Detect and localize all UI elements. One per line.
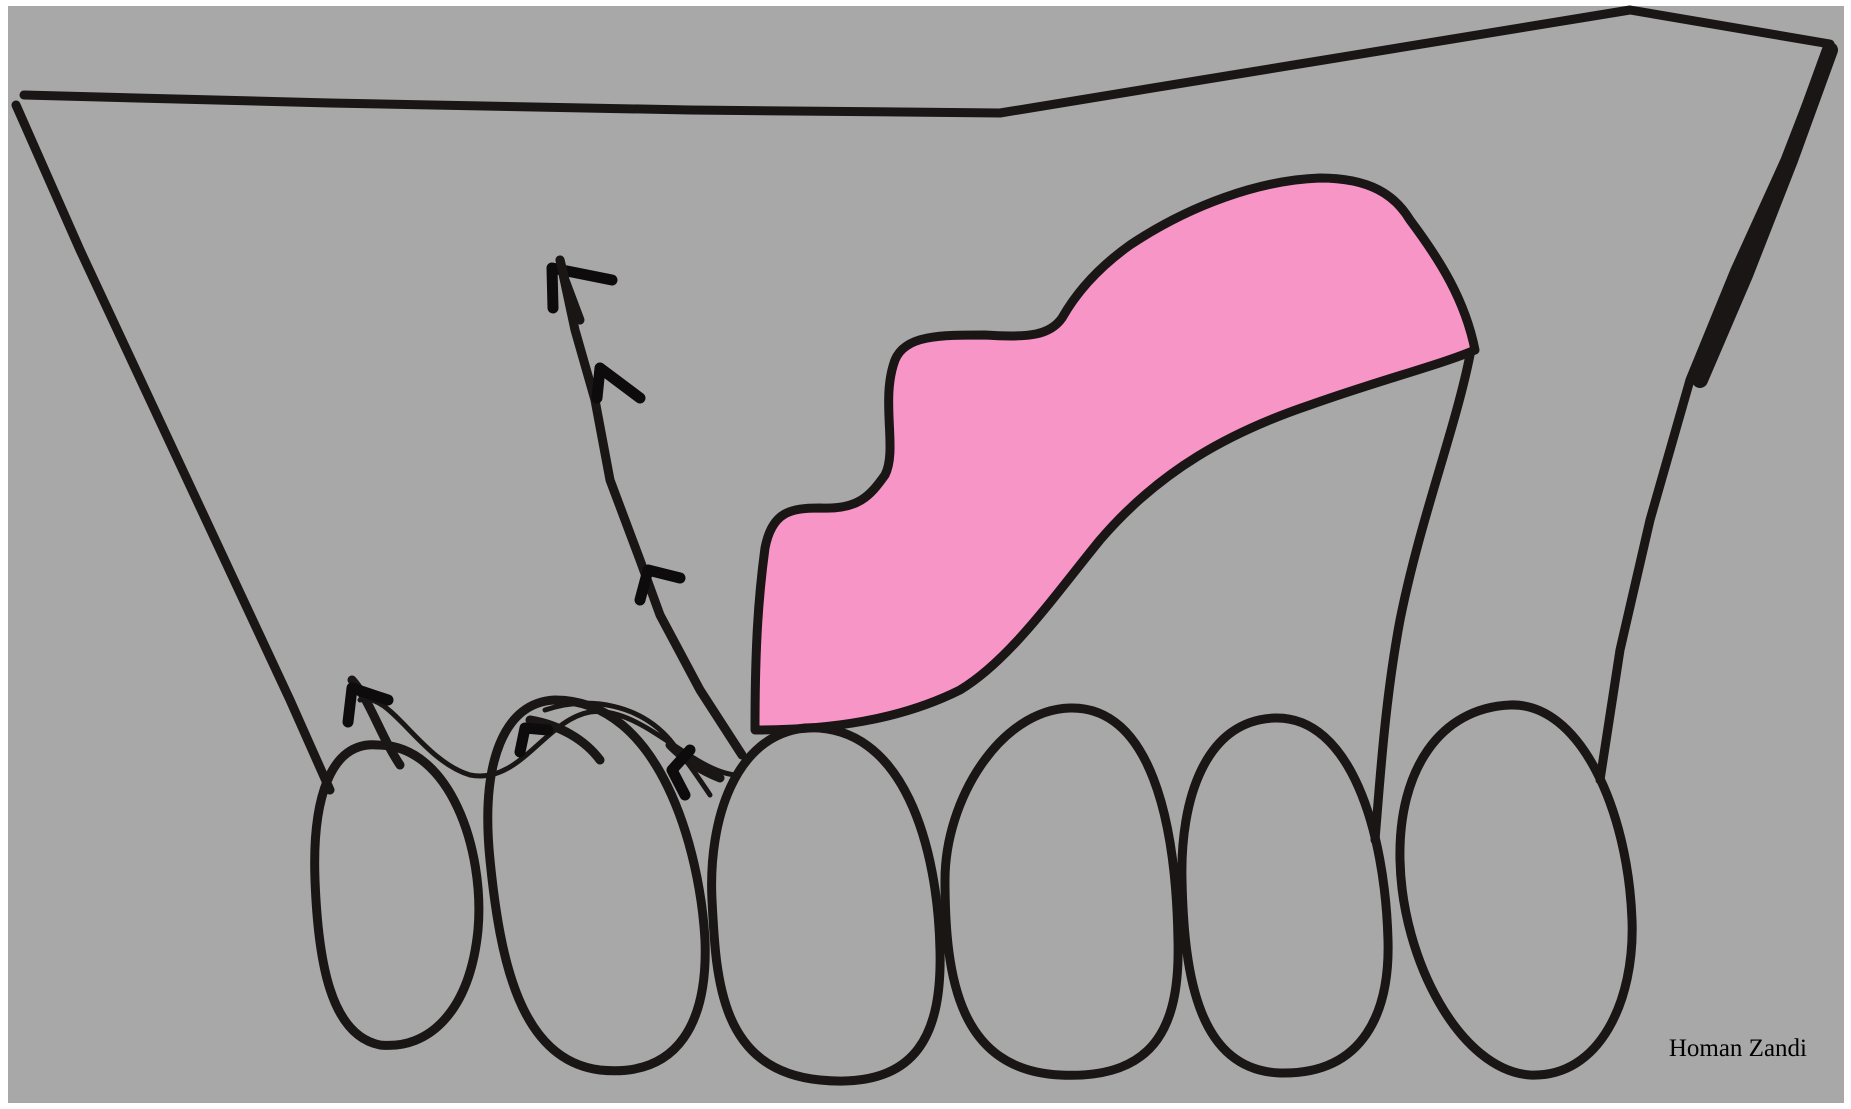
author-credit: Homan Zandi xyxy=(1669,1035,1807,1063)
